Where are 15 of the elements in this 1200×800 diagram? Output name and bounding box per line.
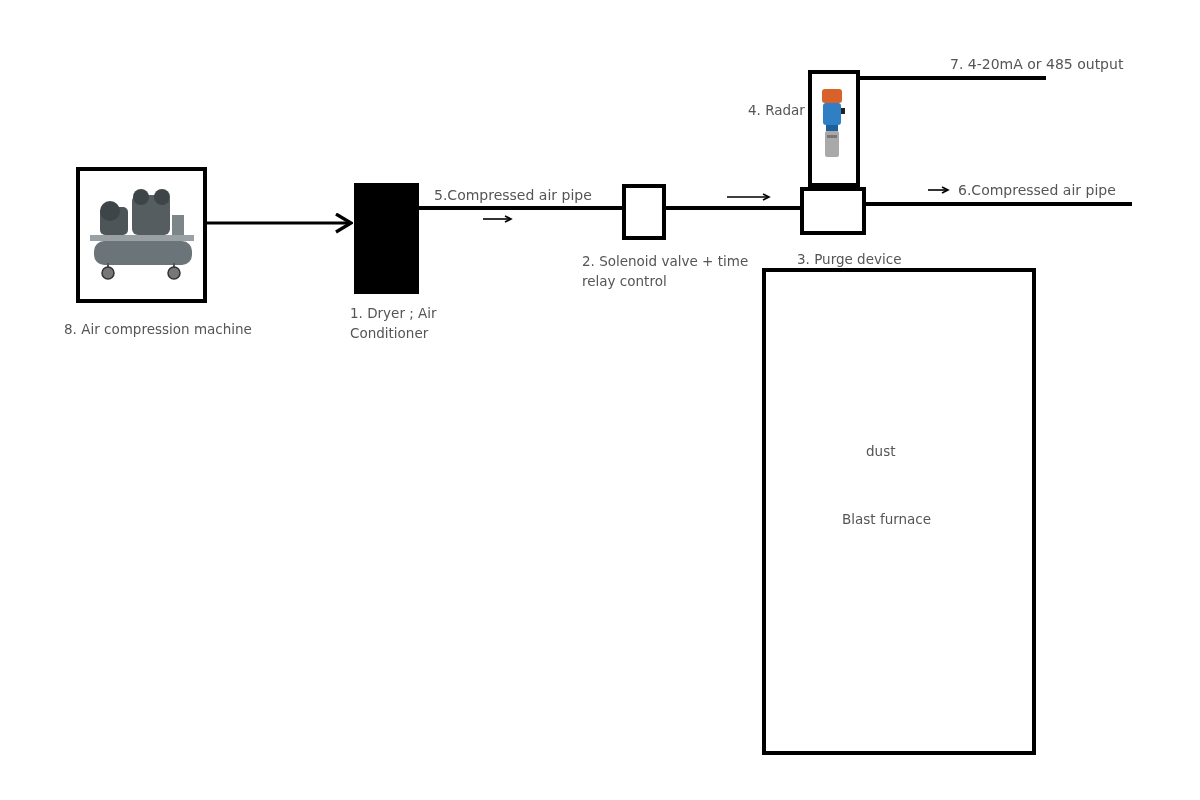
arrow: [207, 212, 353, 234]
pipe-line: [419, 206, 622, 210]
region-label: dust: [866, 442, 897, 461]
component-label: 2. Solenoid valve + time relay control: [582, 252, 750, 291]
pipe-line: [666, 206, 800, 210]
edge-label: 5.Compressed air pipe: [434, 186, 592, 204]
region-label: Blast furnace: [842, 510, 933, 529]
furnace-box: [762, 268, 1036, 755]
component-label: 1. Dryer ; Air Conditioner: [350, 304, 438, 343]
edge-label: 6.Compressed air pipe: [958, 181, 1116, 199]
pipe-line: [866, 202, 1132, 206]
pipe-line: [860, 76, 1046, 80]
component-label: 8. Air compression machine: [64, 320, 253, 339]
component-label: 4. Radar: [748, 101, 806, 120]
component-label: 3. Purge device: [797, 250, 903, 269]
